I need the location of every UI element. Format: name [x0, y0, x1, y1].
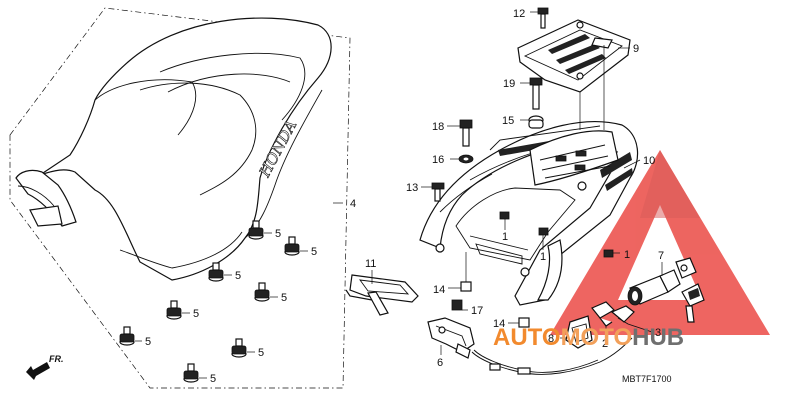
seat-lock [427, 317, 475, 359]
callout-1: 1 [502, 231, 508, 243]
nut-14b [508, 317, 530, 328]
carrier-bracket [345, 270, 419, 316]
grab-rail [419, 120, 641, 306]
nut-14 [448, 252, 472, 292]
callout-8: 8 [548, 333, 554, 345]
callout-5: 5 [258, 347, 264, 359]
callout-12: 12 [513, 8, 525, 20]
bolt-12 [530, 7, 549, 29]
callout-5: 5 [193, 308, 199, 320]
rubber-cushion [208, 262, 224, 282]
rubber-cushions [119, 220, 308, 383]
callout-9: 9 [633, 43, 639, 55]
callout-19: 19 [503, 78, 515, 90]
diagram-code: MBT7F1700 [622, 374, 672, 384]
bolt-17 [451, 299, 468, 311]
callout-11: 11 [365, 258, 376, 270]
callout-10: 10 [643, 155, 655, 167]
callout-5: 5 [235, 270, 241, 282]
rubber-cushion [119, 326, 135, 346]
bolt-18 [447, 119, 473, 147]
rubber-cushion [183, 363, 199, 383]
front-direction-label: FR. [49, 354, 64, 364]
callout-18: 18 [432, 121, 444, 133]
callout-7: 7 [658, 250, 664, 262]
grommet-15 [520, 115, 544, 129]
rubber-cushion [254, 282, 270, 302]
seat: HONDA [15, 17, 332, 281]
callout-13: 13 [406, 182, 418, 194]
seat-assembly-outline [9, 7, 351, 389]
rubber-cushion [166, 300, 182, 320]
callout-6: 6 [437, 357, 443, 369]
callout-3: 3 [655, 327, 661, 339]
cable-clip [591, 301, 615, 336]
callout-5: 5 [145, 336, 151, 348]
watermark-logo [550, 150, 770, 335]
front-direction-arrow: FR. [26, 354, 64, 380]
callout-5: 5 [275, 228, 281, 240]
callout-4: 4 [350, 198, 356, 210]
watermark-part-moto: MOTO [561, 324, 633, 351]
callout-1: 1 [624, 249, 630, 261]
bolt [603, 249, 620, 258]
callout-5: 5 [210, 373, 216, 385]
callout-15: 15 [502, 115, 514, 127]
callout-14: 14 [433, 284, 445, 296]
rubber-cushion [231, 338, 247, 358]
seat-lock-cable [471, 337, 633, 375]
callout-5: 5 [281, 292, 287, 304]
lock-spring [610, 305, 653, 333]
bolt-13 [421, 182, 445, 202]
callouts: 1 1 1 2 3 4 5 5 5 5 5 5 5 5 6 7 8 9 10 1… [145, 8, 664, 385]
rubber-cushion [284, 236, 300, 256]
svg-text:AUTOMOTOHUB: AUTOMOTOHUB [493, 324, 684, 351]
watermark-part-hub: HUB [632, 324, 684, 351]
washer-16 [450, 154, 474, 164]
callout-16: 16 [432, 154, 444, 166]
rubber-cushion [248, 220, 264, 240]
watermark-text: AUTOMOTOHUB [493, 324, 684, 351]
key-cylinder-set [627, 257, 705, 323]
watermark-part-auto: AUTO [493, 324, 561, 351]
bolt-19 [520, 77, 543, 110]
callout-5: 5 [311, 246, 317, 258]
bolt [538, 227, 549, 250]
callout-1: 1 [540, 251, 546, 263]
callout-14: 14 [493, 318, 505, 330]
callout-2: 2 [602, 338, 608, 350]
callout-17: 17 [471, 305, 483, 317]
bolt [499, 211, 510, 230]
top-plate [517, 19, 631, 130]
lock-holder [560, 315, 593, 349]
